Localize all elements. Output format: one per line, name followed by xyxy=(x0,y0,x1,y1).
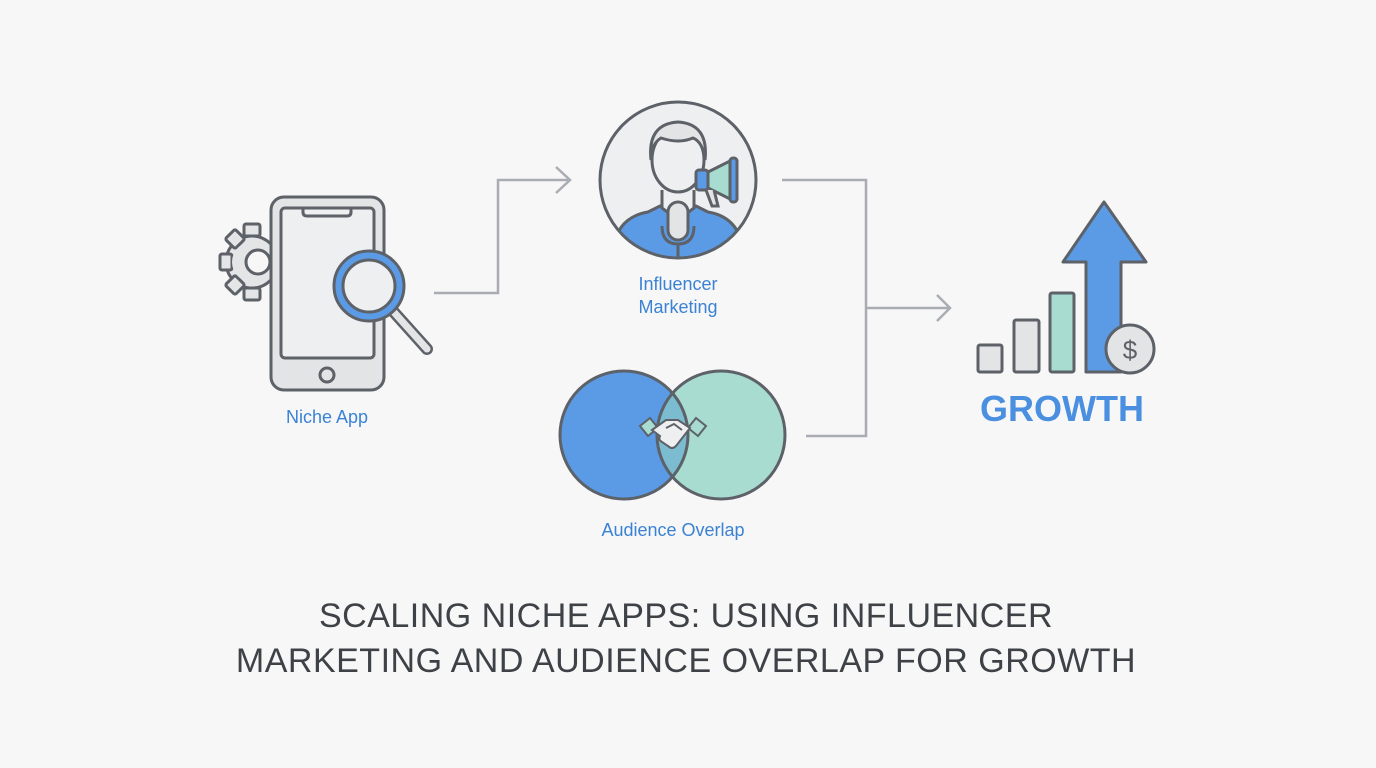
megaphone-icon xyxy=(694,156,739,208)
influencer-label-line1: Influencer xyxy=(638,274,717,294)
arrowhead-icon xyxy=(936,294,952,322)
influencer-label-line2: Marketing xyxy=(638,297,717,317)
arrowhead-icon xyxy=(555,166,572,194)
title-line2: MARKETING AND AUDIENCE OVERLAP FOR GROWT… xyxy=(236,642,1136,680)
niche-app-node: Niche App xyxy=(218,195,433,427)
connector-app-to-influencer xyxy=(434,166,572,295)
gear-icon xyxy=(218,222,280,302)
handshake-icon xyxy=(638,416,708,449)
connector-to-growth xyxy=(782,178,952,438)
bar-chart-icon xyxy=(976,291,1076,374)
title-line1: SCALING NICHE APPS: USING INFLUENCER xyxy=(319,597,1053,635)
influencer-node: Influencer Marketing xyxy=(598,100,758,317)
dollar-symbol: $ xyxy=(1123,335,1138,365)
audience-overlap-node: Audience Overlap xyxy=(558,369,787,540)
audience-overlap-label: Audience Overlap xyxy=(601,520,744,540)
growth-label: GROWTH xyxy=(980,388,1144,429)
magnifier-icon xyxy=(332,249,433,355)
person-icon xyxy=(610,120,746,258)
niche-app-label: Niche App xyxy=(286,407,368,427)
phone-icon xyxy=(269,195,386,392)
growth-node: $ GROWTH xyxy=(976,200,1156,429)
microphone-icon xyxy=(660,200,696,258)
dollar-coin-icon: $ xyxy=(1104,323,1156,375)
